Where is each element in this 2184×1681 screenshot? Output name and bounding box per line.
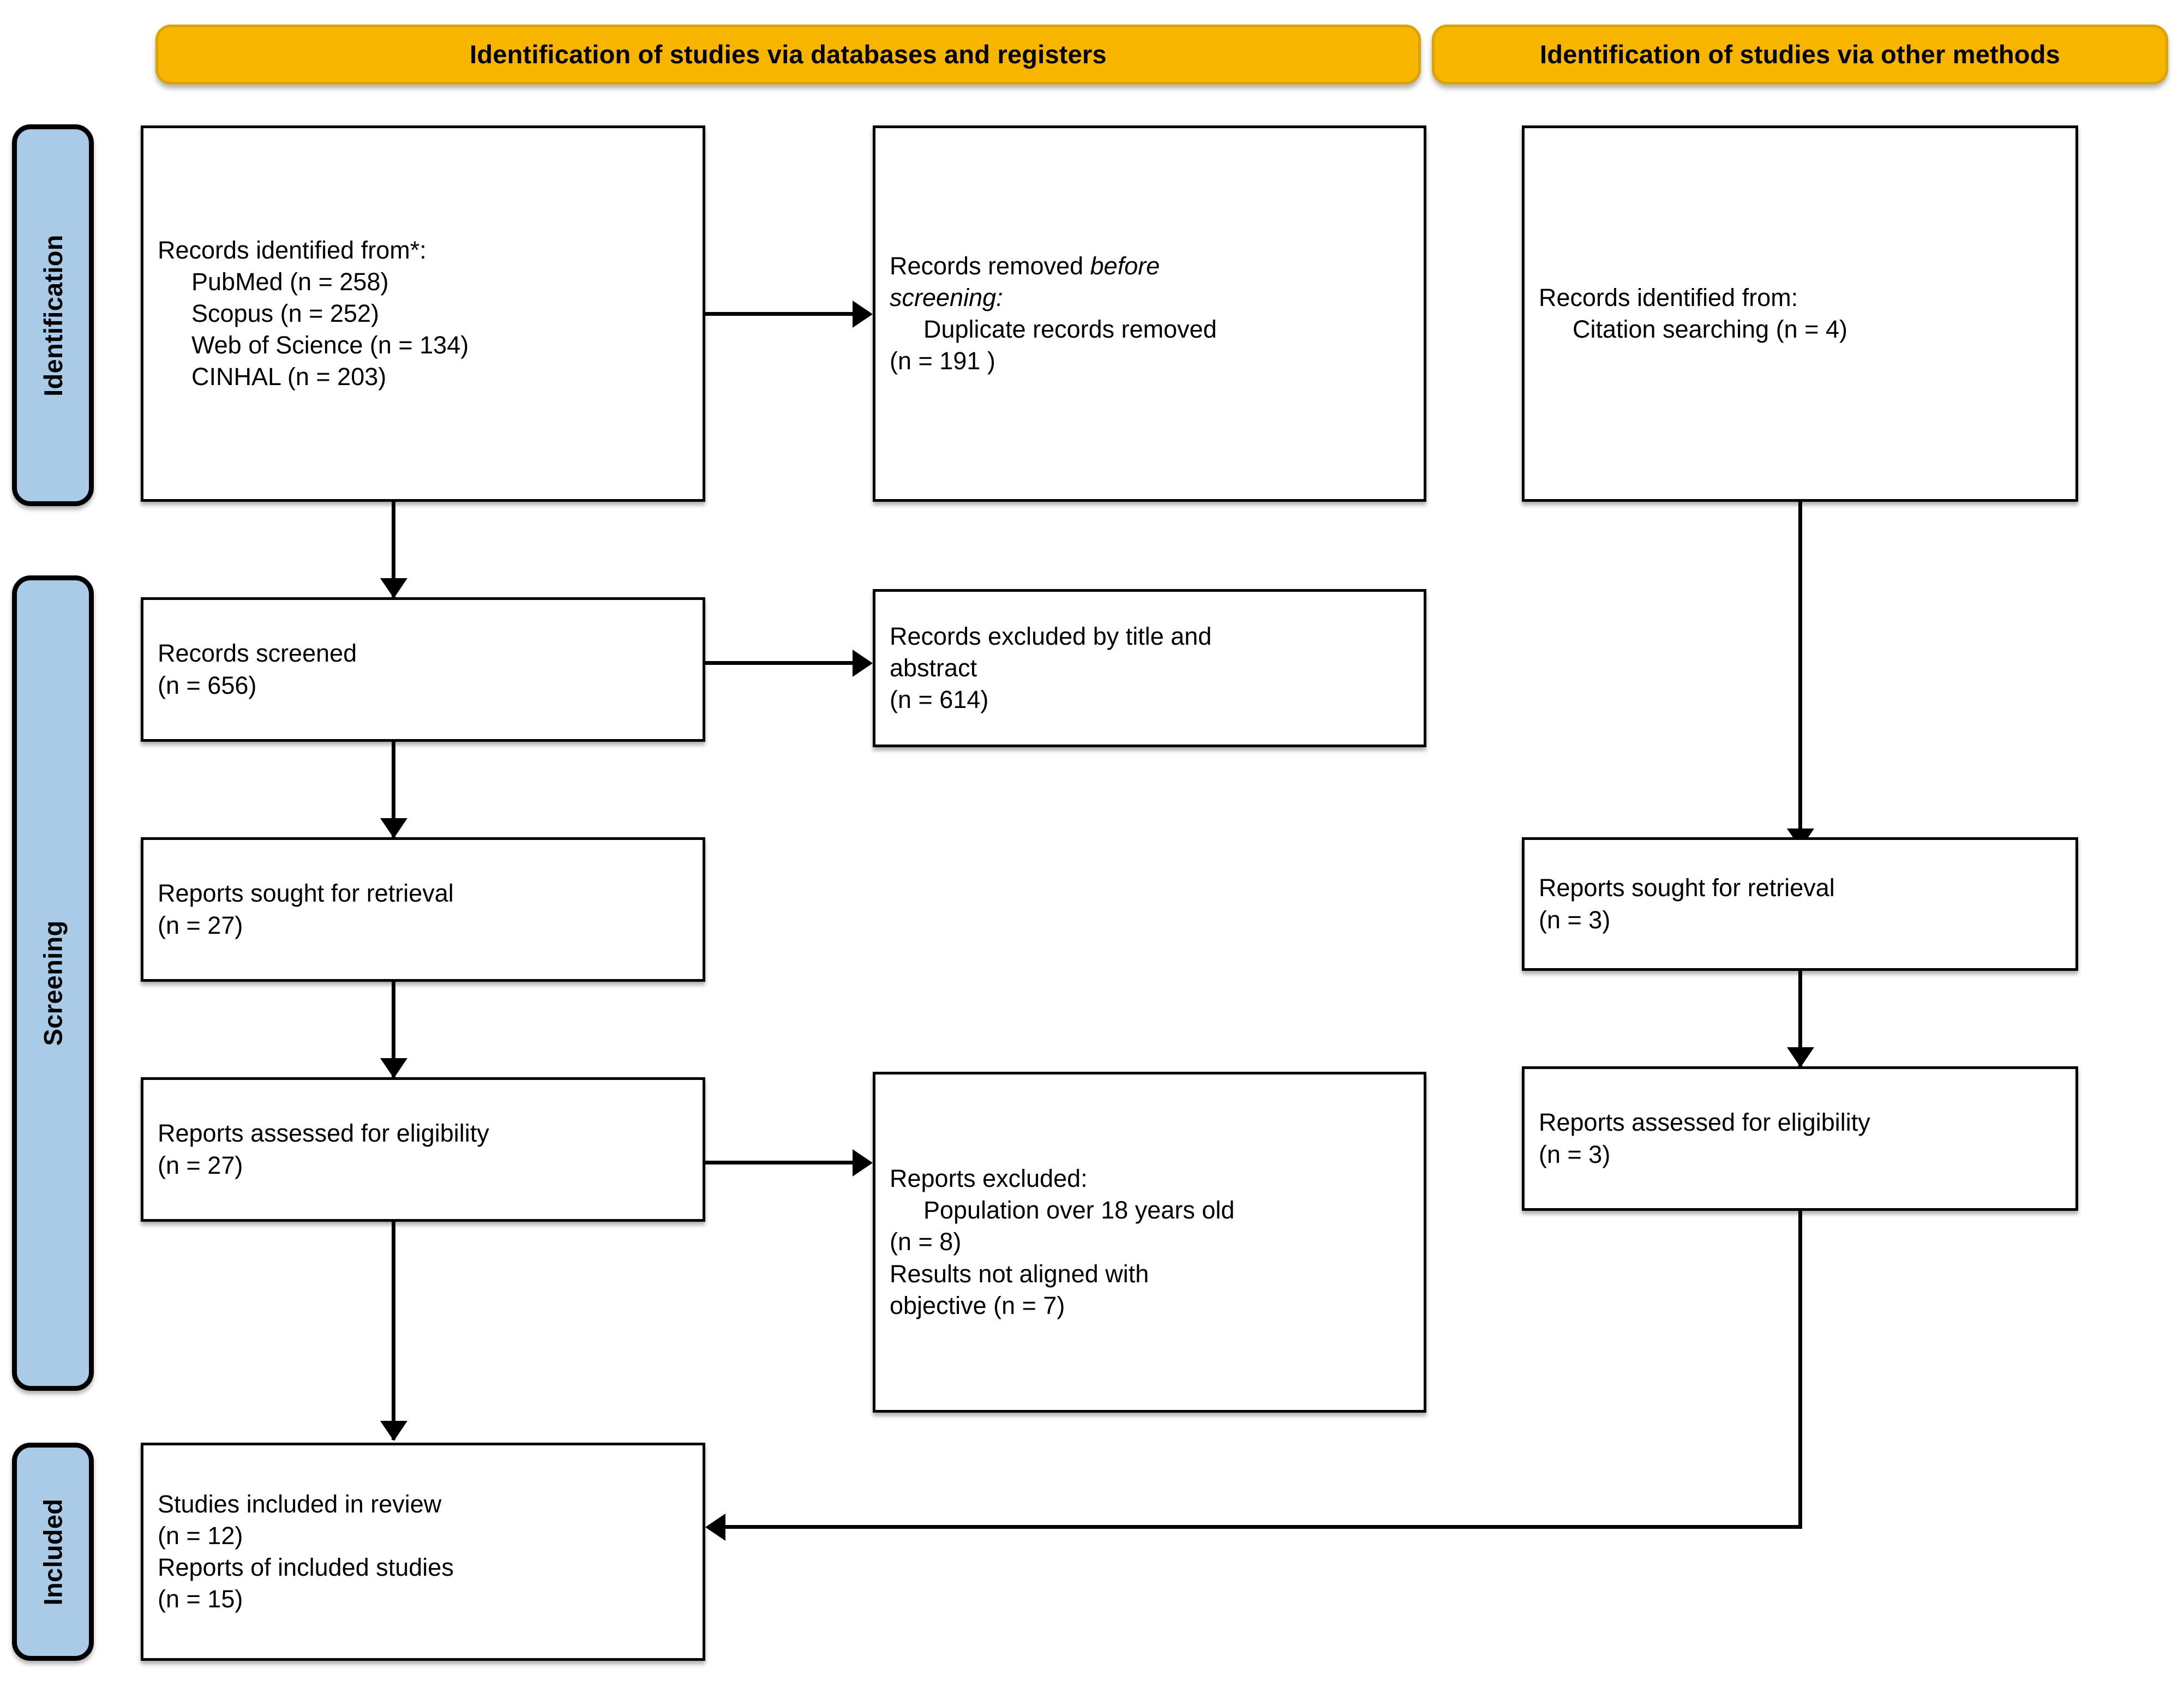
box-line: CINHAL (n = 203) [191, 363, 387, 391]
box-line: Reports sought for retrieval [158, 879, 454, 908]
arrow-assessed-to-included-icon [380, 1421, 407, 1441]
box-records-removed-before-screening: Records removed before screening: Duplic… [873, 125, 1426, 502]
box-line: Studies included in review [158, 1490, 442, 1518]
box-line: (n = 614) [890, 686, 989, 714]
box-line: PubMed (n = 258) [191, 267, 389, 296]
box-line: Web of Science (n = 134) [191, 331, 469, 359]
arrow-screened-to-excluded-icon [853, 650, 873, 677]
box-line: Reports of included studies [158, 1553, 454, 1581]
box-line: Population over 18 years old [923, 1196, 1235, 1224]
connector-other-identified-to-sought [1798, 502, 1802, 848]
box-line: Duplicate records removed [923, 315, 1217, 343]
box-reports-assessed-other: Reports assessed for eligibility (n = 3) [1522, 1066, 2078, 1211]
box-reports-assessed-databases: Reports assessed for eligibility (n = 27… [141, 1077, 705, 1222]
connector-sought-to-assessed-other [1798, 971, 1802, 1066]
box-records-excluded-title-abstract: Records excluded by title and abstract (… [873, 589, 1426, 747]
stage-bar-screening-label: Screening [38, 920, 68, 1046]
box-line: Reports assessed for eligibility [1539, 1108, 1870, 1137]
box-reports-sought-other: Reports sought for retrieval (n = 3) [1522, 837, 2078, 971]
phase-banner-other-methods-label: Identification of studies via other meth… [1540, 40, 2060, 69]
stage-bar-identification: Identification [12, 124, 94, 506]
box-line: (n = 3) [1539, 905, 1611, 934]
box-line: (n = 656) [158, 671, 257, 699]
phase-banner-databases-registers-label: Identification of studies via databases … [470, 40, 1107, 69]
box-line: Reports excluded: [890, 1164, 1088, 1193]
connector-assessed-to-excluded [705, 1161, 853, 1164]
arrow-identified-to-screened-icon [380, 578, 407, 598]
box-records-identified-other-methods: Records identified from: Citation search… [1522, 125, 2078, 502]
box-line: Records excluded by title and [890, 622, 1212, 650]
box-line: screening: [890, 283, 1003, 311]
stage-bar-identification-label: Identification [38, 234, 68, 397]
box-line: Citation searching (n = 4) [1573, 315, 1848, 343]
box-records-screened: Records screened (n = 656) [141, 597, 705, 742]
box-line: Records removed before [890, 250, 1409, 282]
phase-banner-other-methods: Identification of studies via other meth… [1432, 25, 2168, 85]
connector-identified-to-screened [392, 502, 395, 597]
box-line: Records screened [158, 639, 357, 668]
box-line: (n = 27) [158, 1151, 243, 1179]
arrow-screened-to-sought-icon [380, 818, 407, 838]
box-line: (n = 3) [1539, 1140, 1611, 1168]
connector-identified-to-removed [705, 312, 853, 316]
box-line: (n = 12) [158, 1521, 243, 1550]
box-reports-excluded-with-reasons: Reports excluded: Population over 18 yea… [873, 1072, 1426, 1413]
box-line-text: Records removed [890, 251, 1090, 280]
connector-other-assessed-to-included [725, 1525, 1802, 1529]
box-reports-sought-databases: Reports sought for retrieval (n = 27) [141, 837, 705, 982]
box-records-identified-databases: Records identified from*: PubMed (n = 25… [141, 125, 705, 502]
arrow-identified-to-removed-icon [853, 301, 873, 328]
box-line: Reports sought for retrieval [1539, 874, 1835, 902]
connector-screened-to-excluded [705, 661, 853, 665]
arrow-other-assessed-to-included-icon [705, 1514, 725, 1541]
box-line: (n = 15) [158, 1585, 243, 1613]
box-line: abstract [890, 653, 977, 682]
box-line: (n = 27) [158, 911, 243, 939]
box-line: (n = 191 ) [890, 347, 995, 375]
box-line-emphasis: before [1090, 251, 1160, 280]
arrow-sought-to-assessed-db-icon [380, 1058, 407, 1078]
box-line: (n = 8) [890, 1228, 962, 1256]
box-studies-included-in-review: Studies included in review (n = 12) Repo… [141, 1443, 705, 1661]
box-line: Records identified from: [1539, 283, 1798, 311]
connector-other-assessed-down [1798, 1211, 1802, 1527]
connector-assessed-to-included [392, 1222, 395, 1440]
box-line: Results not aligned with [890, 1259, 1149, 1288]
arrow-sought-to-assessed-other-icon [1787, 1047, 1814, 1067]
connector-sought-to-assessed-db [392, 982, 395, 1077]
stage-bar-included-label: Included [38, 1498, 68, 1605]
stage-bar-screening: Screening [12, 575, 94, 1391]
box-line: Scopus (n = 252) [191, 299, 379, 327]
box-line: Reports assessed for eligibility [158, 1119, 489, 1148]
connector-screened-to-sought [392, 742, 395, 837]
stage-bar-included: Included [12, 1443, 94, 1661]
arrow-assessed-to-excluded-icon [853, 1149, 873, 1176]
box-line: Records identified from*: [158, 236, 427, 264]
box-line: objective (n = 7) [890, 1291, 1065, 1319]
phase-banner-databases-registers: Identification of studies via databases … [155, 25, 1421, 85]
